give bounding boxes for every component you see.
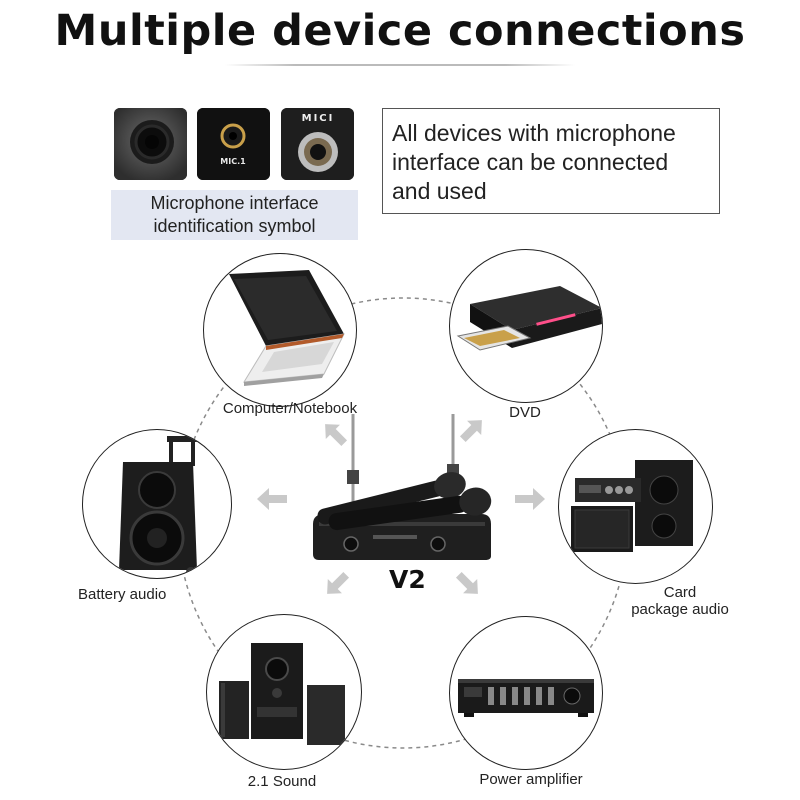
- page-title: Multiple device connections: [54, 6, 746, 56]
- arrow-to-dvd-icon: [459, 420, 482, 443]
- device-label-card-audio-line1: Card: [663, 584, 697, 601]
- device-circle-computer: [203, 253, 357, 407]
- speaker-2-1-system-icon: [219, 643, 345, 745]
- device-label-dvd: DVD: [509, 404, 541, 421]
- device-label-card-audio: Card package audio: [620, 584, 740, 618]
- device-circle-power-amplifier: [449, 616, 603, 770]
- mic-jack-photo-1: [114, 108, 187, 180]
- device-label-card-audio-line2: package audio: [631, 601, 729, 618]
- arrow-to-card-audio-icon: [515, 488, 545, 510]
- device-circle-card-audio: [558, 429, 713, 584]
- title-divider: [225, 64, 575, 66]
- arrow-to-2-1-sound-icon: [327, 571, 350, 594]
- interface-caption: Microphone interface identification symb…: [111, 190, 358, 240]
- device-circle-battery-audio: [82, 429, 232, 579]
- power-amplifier-icon: [458, 679, 594, 717]
- wireless-mic-receiver-icon: [313, 414, 492, 560]
- interface-caption-line1: Microphone interface: [150, 193, 319, 213]
- interface-caption-line2: identification symbol: [153, 216, 316, 236]
- karaoke-speaker-system-icon: [571, 460, 693, 552]
- device-label-battery-audio: Battery audio: [78, 586, 167, 603]
- arrow-to-computer-icon: [325, 424, 348, 447]
- mic-jack-label-3: MICI: [302, 113, 335, 124]
- device-circle-dvd: [449, 249, 603, 403]
- device-label-power-amplifier: Power amplifier: [479, 771, 583, 788]
- mic-jack-photo-3: MICI: [281, 108, 354, 180]
- portable-speaker-icon: [119, 436, 197, 577]
- arrow-to-battery-audio-icon: [257, 488, 287, 510]
- device-circle-2-1-sound: [206, 614, 362, 770]
- laptop-icon: [229, 270, 345, 386]
- compatibility-note: All devices with microphone interface ca…: [382, 108, 720, 214]
- arrow-to-power-amplifier-icon: [455, 571, 478, 594]
- dvd-player-icon: [456, 286, 602, 351]
- device-label-computer: Computer/Notebook: [222, 400, 358, 417]
- device-label-2-1-sound: 2.1 Sound: [247, 773, 317, 790]
- compatibility-note-line1: All devices with microphone: [392, 120, 676, 146]
- receiver-model: V2: [389, 565, 426, 594]
- mic-jack-label-2: MIC.1: [220, 157, 246, 166]
- mic-jack-photo-2: MIC.1: [197, 108, 270, 180]
- compatibility-note-line2: interface can be connected: [392, 149, 669, 175]
- compatibility-note-line3: and used: [392, 178, 487, 204]
